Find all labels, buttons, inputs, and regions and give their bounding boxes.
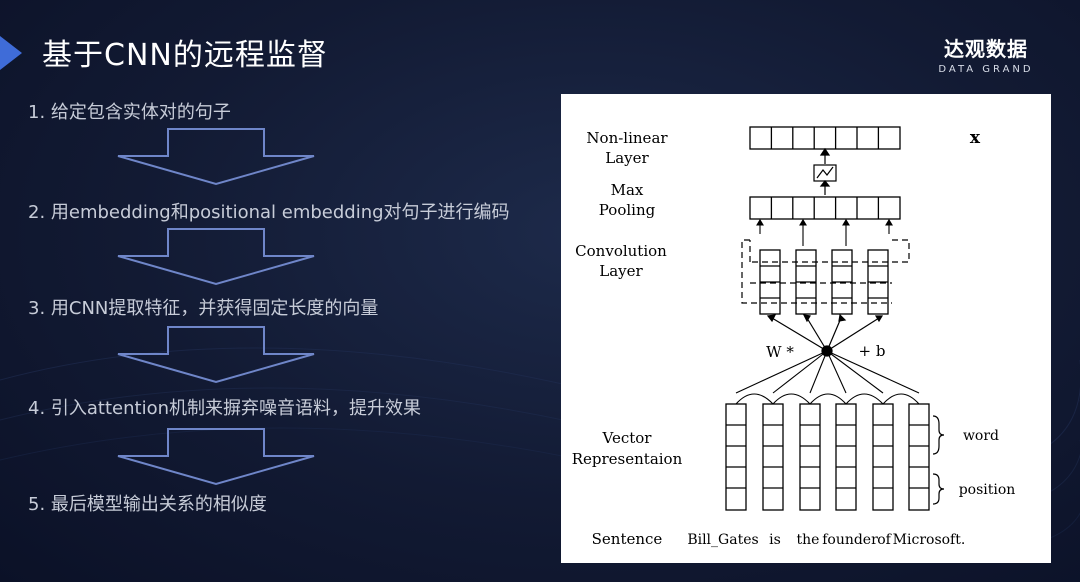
step-5: 5. 最后模型输出关系的相似度: [28, 494, 267, 515]
weight-label: W *: [766, 343, 794, 361]
step-3: 3. 用CNN提取特征，并获得固定长度的向量: [28, 298, 379, 319]
activation-function: [813, 147, 837, 195]
convolution-node: [766, 313, 884, 357]
convolution-window: [741, 239, 910, 304]
sentence-token: of: [877, 532, 892, 548]
title-marker: [0, 36, 22, 70]
down-arrow-icon: [117, 128, 315, 186]
brace-icons: [932, 415, 945, 505]
sentence-token: founder: [822, 532, 878, 548]
maxpool-label-line1: Max: [611, 181, 644, 199]
vector-columns: [725, 403, 930, 511]
nonlinear-label-line1: Non-linear: [586, 129, 668, 147]
vector-label-line1: Vector: [602, 429, 653, 447]
conv-label-line2: Layer: [599, 262, 643, 280]
sentence-token: Microsoft.: [893, 532, 966, 548]
step-4: 4. 引入attention机制来摒弃噪音语料，提升效果: [28, 398, 422, 419]
cnn-diagram: Non-linear Layer Max Pooling Convolution…: [561, 94, 1051, 563]
sentence-token: is: [769, 532, 781, 548]
position-label: position: [959, 482, 1016, 498]
maxpool-layer-cells: [749, 196, 901, 220]
slide-title: 基于CNN的远程监督: [42, 38, 328, 73]
sentence-token: Bill_Gates: [687, 532, 758, 548]
company-logo: 达观数据 DATA GRAND: [934, 33, 1038, 75]
down-arrow-icon: [117, 326, 315, 384]
nonlinear-label-line2: Layer: [605, 149, 649, 167]
bias-label: + b: [859, 342, 886, 360]
conv-label-line1: Convolution: [575, 242, 667, 260]
logo-name-en: DATA GRAND: [938, 64, 1034, 75]
nonlinear-layer-cells: [749, 126, 901, 150]
step-2: 2. 用embedding和positional embedding对句子进行编…: [28, 202, 510, 223]
vector-label-line2: Representaion: [572, 450, 683, 468]
step-1: 1. 给定包含实体对的句子: [28, 102, 231, 123]
cnn-diagram-svg: Non-linear Layer Max Pooling Convolution…: [572, 126, 1016, 548]
maxpool-label-line2: Pooling: [599, 201, 656, 219]
logo-name-cn: 达观数据: [944, 37, 1028, 61]
word-label: word: [963, 428, 999, 444]
sentence-label: Sentence: [592, 530, 663, 548]
convolution-columns: [759, 249, 889, 315]
down-arrow-icon: [117, 228, 315, 286]
sentence-token: the: [797, 532, 820, 548]
vector-to-node-lines: [735, 350, 920, 405]
down-arrow-icon: [117, 428, 315, 486]
pooling-arrows: [756, 218, 893, 246]
output-symbol: x: [970, 128, 981, 148]
